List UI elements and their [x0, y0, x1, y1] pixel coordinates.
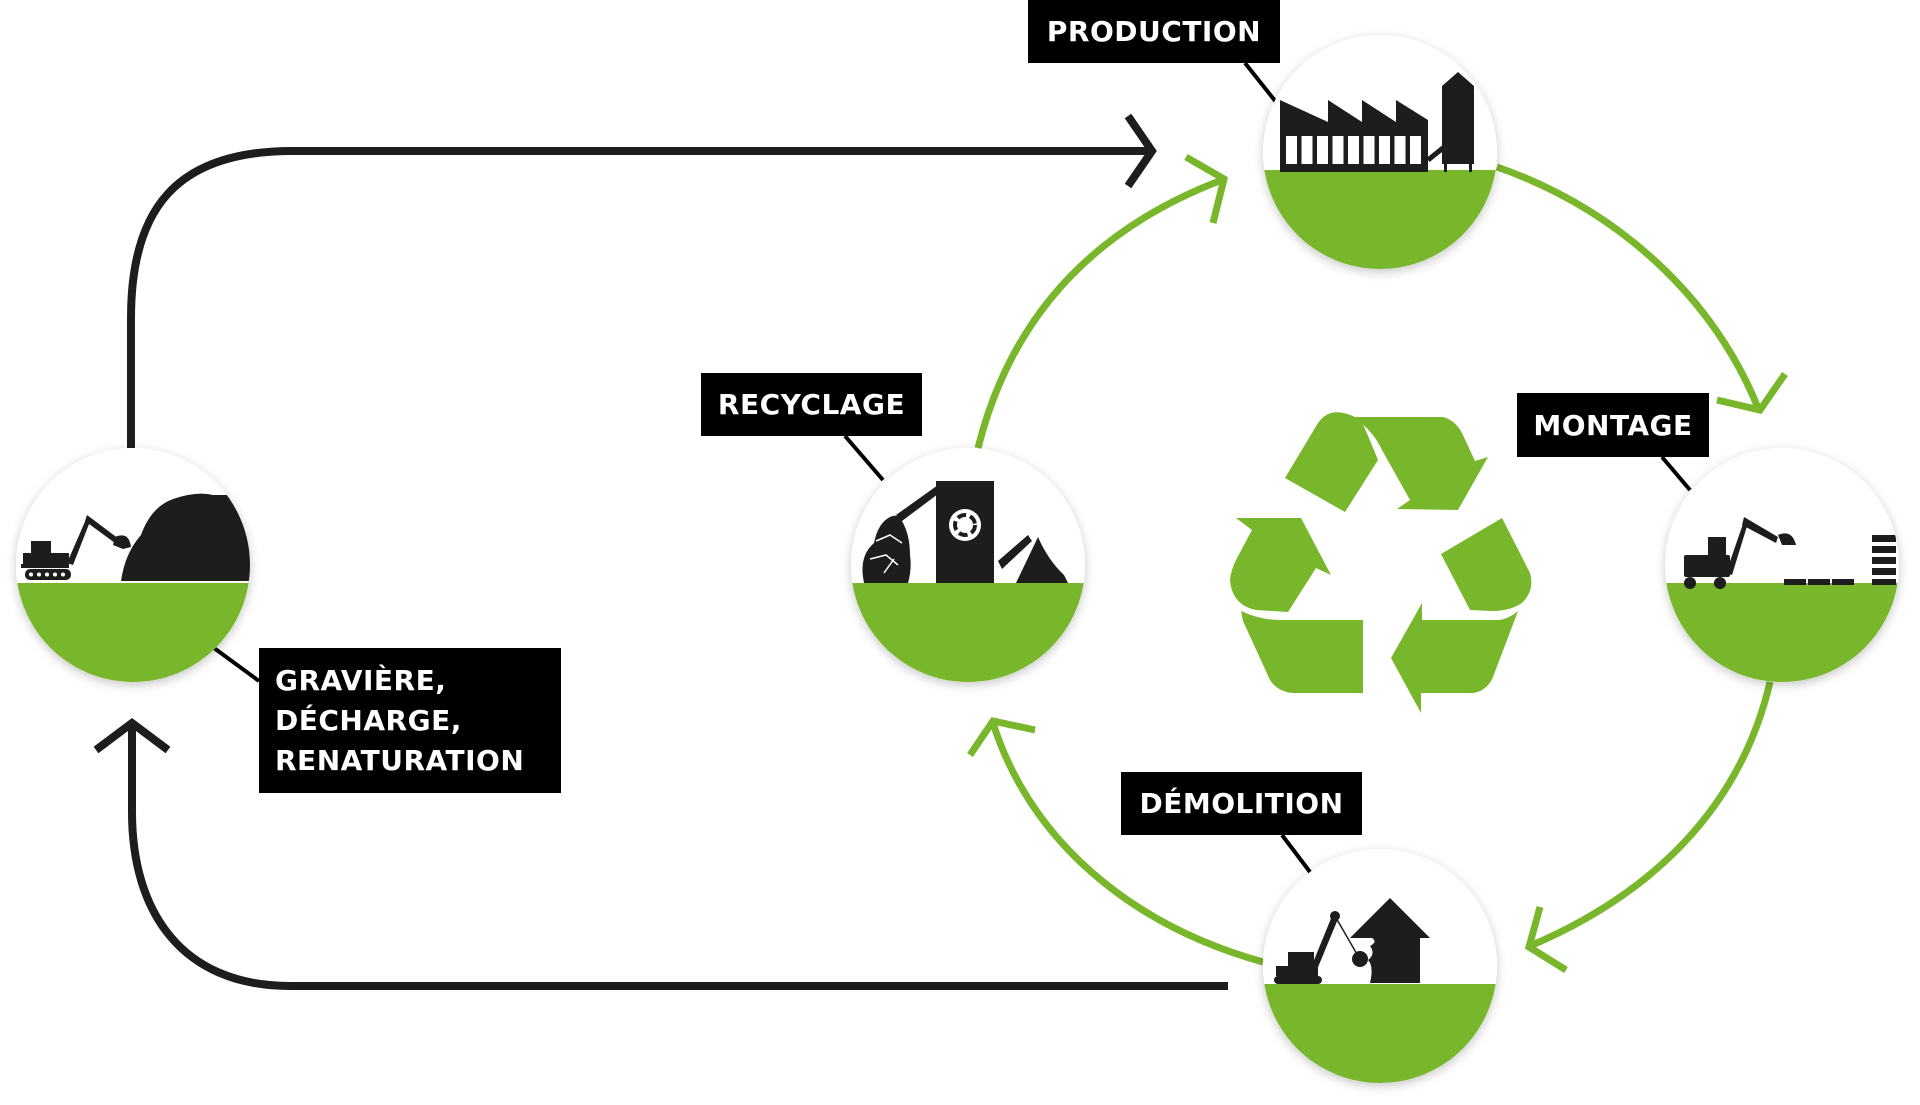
arrowhead-icon — [1524, 906, 1568, 973]
label-graviere-line-2: DÉCHARGE, — [275, 703, 462, 737]
connector-demolition — [1280, 833, 1312, 874]
excavator-placing-blocks-icon — [1684, 517, 1896, 589]
node-montage — [1665, 448, 1899, 682]
flow-line — [127, 147, 1150, 448]
connector-montage — [1660, 455, 1692, 492]
flow-line — [128, 726, 1228, 990]
ground — [16, 583, 250, 682]
green-flow-montage-to-demolition — [1524, 681, 1774, 973]
factory-icon — [1280, 72, 1474, 172]
flow-line — [1495, 163, 1762, 410]
label-recyclage: RECYCLAGE — [701, 373, 922, 436]
ground — [1263, 170, 1497, 269]
label-graviere: GRAVIÈRE, DÉCHARGE, RENATURATION — [259, 648, 561, 793]
label-demolition: DÉMOLITION — [1121, 772, 1362, 835]
wrecking-ball-crane-icon — [1274, 898, 1430, 984]
label-graviere-line-1: GRAVIÈRE, — [275, 663, 447, 697]
label-demolition-text: DÉMOLITION — [1139, 787, 1344, 820]
arrowhead-icon — [967, 717, 1036, 757]
label-recyclage-text: RECYCLAGE — [717, 388, 906, 421]
green-flow-recyclage-to-production — [974, 153, 1229, 449]
label-graviere-line-3: RENATURATION — [275, 743, 525, 777]
flow-line — [989, 721, 1264, 966]
flow-line — [974, 176, 1224, 449]
green-flow-production-to-montage — [1495, 163, 1788, 414]
connector-production — [1243, 61, 1278, 104]
node-production — [1263, 35, 1497, 269]
excavator-quarry-icon — [21, 493, 250, 581]
recycling-plant-icon — [862, 481, 1068, 583]
arrowhead-icon — [1184, 153, 1229, 224]
node-graviere — [16, 448, 250, 682]
ground — [1263, 984, 1497, 1083]
label-production: PRODUCTION — [1028, 0, 1280, 63]
black-flow-graviere-to-production — [127, 113, 1157, 448]
ground — [1665, 583, 1899, 682]
connector-graviere — [212, 646, 261, 683]
arrowhead-right-icon — [1124, 113, 1157, 189]
label-production-text: PRODUCTION — [1046, 15, 1262, 48]
label-montage-text: MONTAGE — [1533, 408, 1693, 442]
green-flow-demolition-to-recyclage — [967, 717, 1264, 966]
node-recyclage — [851, 448, 1085, 682]
node-demolition — [1263, 849, 1497, 1083]
label-montage: MONTAGE — [1517, 393, 1709, 457]
recycle-icon — [1230, 412, 1532, 713]
arrowhead-up-icon — [93, 718, 171, 754]
arrowhead-icon — [1716, 372, 1788, 414]
ground — [851, 583, 1085, 682]
connector-recyclage — [843, 434, 885, 482]
black-flow-demolition-to-graviere — [93, 718, 1228, 990]
flow-line — [1528, 681, 1774, 950]
